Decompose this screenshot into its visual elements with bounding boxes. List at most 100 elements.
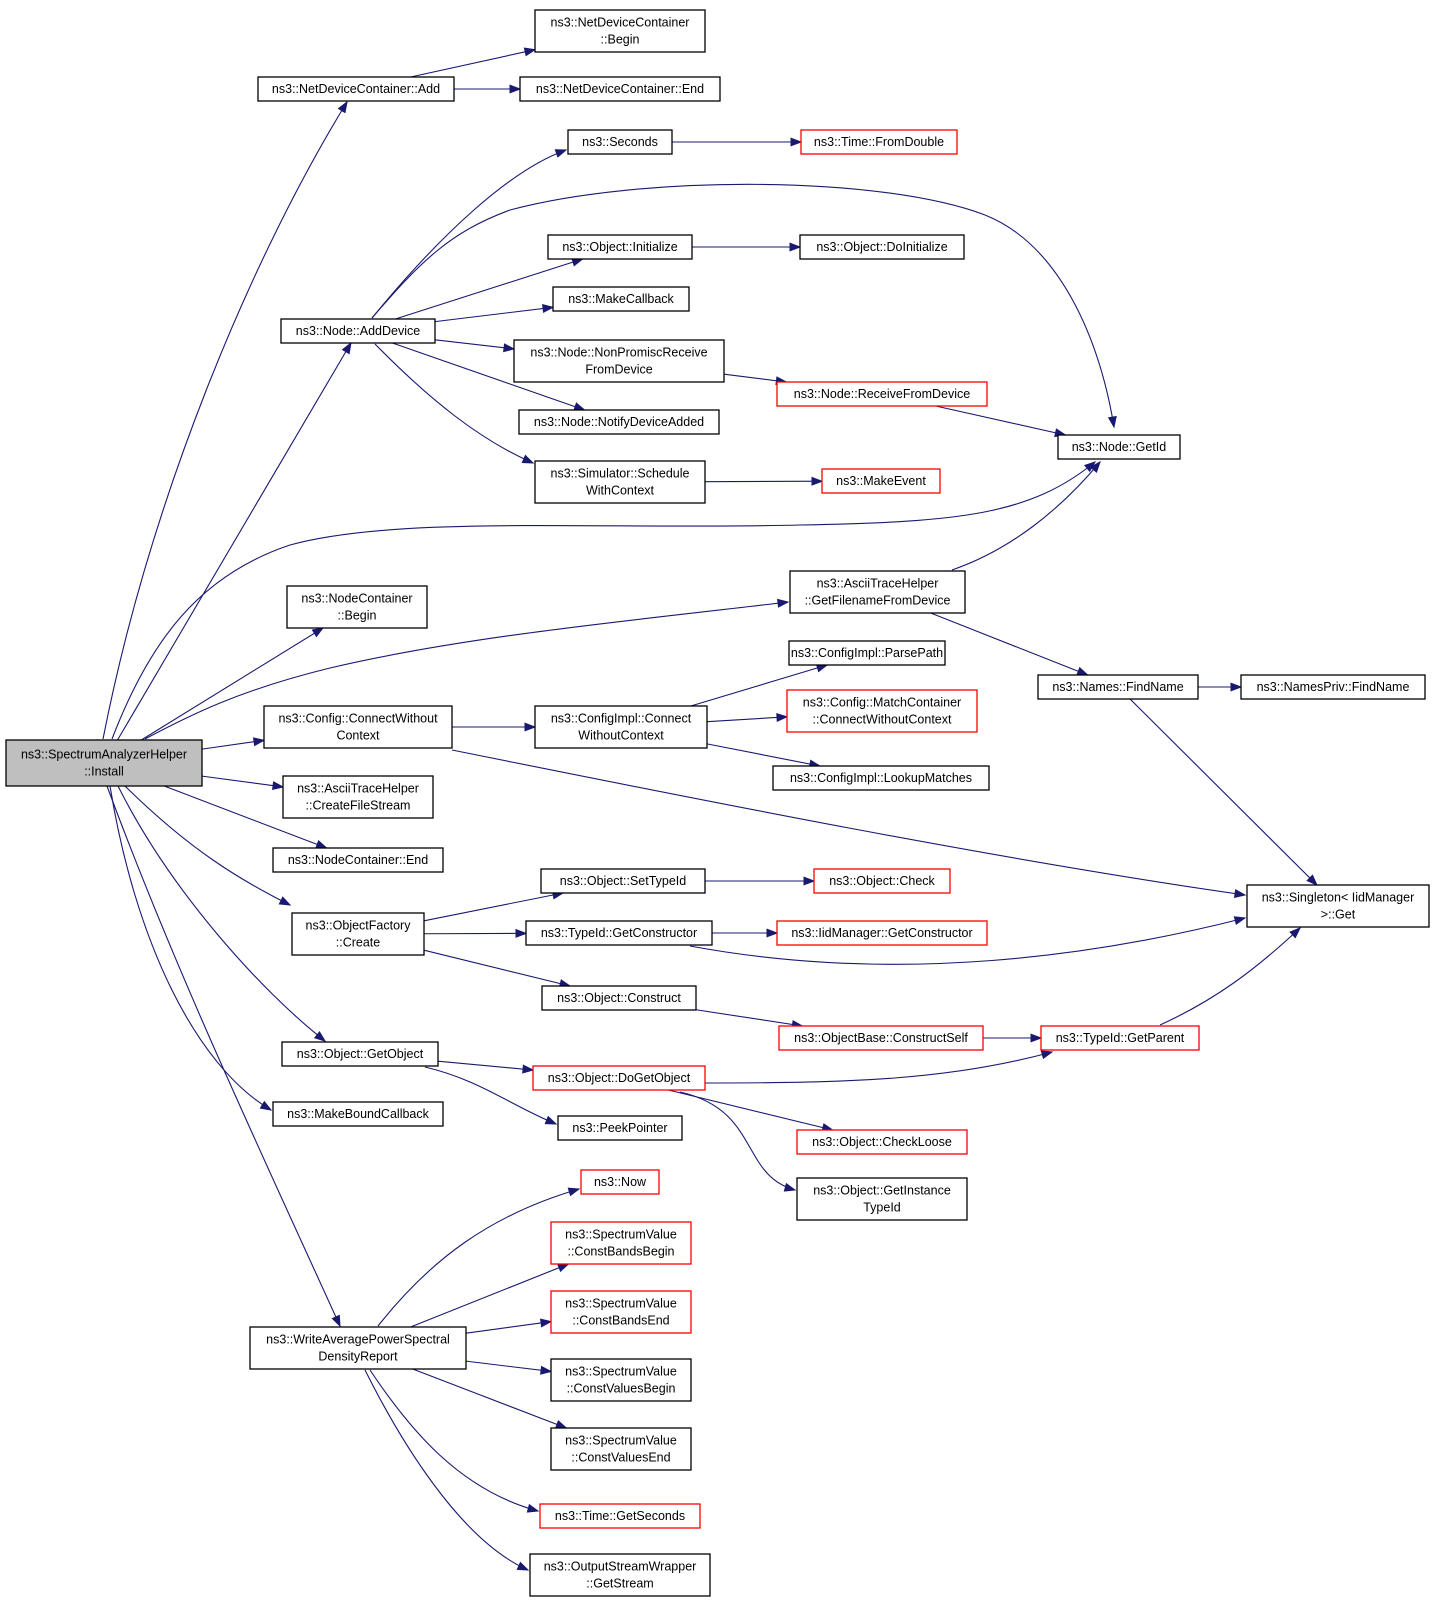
node-sv-cbe[interactable]: ns3::SpectrumValue::ConstBandsEnd: [550, 1290, 692, 1334]
node-label: WithContext: [586, 484, 655, 498]
node-fromdouble[interactable]: ns3::Time::FromDouble: [800, 129, 958, 155]
node-typeid-getctor[interactable]: ns3::TypeId::GetConstructor: [525, 920, 713, 946]
edge-line: [704, 1051, 1053, 1084]
node-typeid-getparent[interactable]: ns3::TypeId::GetParent: [1040, 1025, 1200, 1051]
node-cfgimpl-parse[interactable]: ns3::ConfigImpl::ParsePath: [788, 640, 946, 666]
node-ath-createfs[interactable]: ns3::AsciiTraceHelper::CreateFileStream: [282, 775, 434, 819]
node-label: ns3::Object::DoInitialize: [816, 240, 947, 254]
node-cfg-match[interactable]: ns3::Config::MatchContainer::ConnectWith…: [786, 689, 978, 733]
edge-line: [451, 749, 1246, 896]
node-nc-begin[interactable]: ns3::NodeContainer::Begin: [286, 585, 428, 629]
edge-line: [706, 743, 820, 767]
edge-writeapsd-to-osw_getstream: [364, 1369, 530, 1571]
node-obj-check[interactable]: ns3::Object::Check: [813, 868, 951, 894]
edge-typeid_getctor-to-singleton_get: [689, 916, 1247, 965]
node-ndc-add[interactable]: ns3::NetDeviceContainer::Add: [257, 76, 455, 102]
node-label: ns3::OutputStreamWrapper: [544, 1560, 697, 1574]
edge-line: [141, 627, 324, 741]
node-objbase-cself[interactable]: ns3::ObjectBase::ConstructSelf: [778, 1025, 984, 1051]
node-label: ns3::ConfigImpl::ParsePath: [791, 646, 943, 660]
node-box: [786, 689, 978, 733]
node-now[interactable]: ns3::Now: [580, 1169, 660, 1195]
node-label: ns3::Node::GetId: [1072, 440, 1167, 454]
node-label: ns3::Time::GetSeconds: [555, 1509, 685, 1523]
edge-arrowhead: [1233, 889, 1247, 898]
node-box: [286, 585, 428, 629]
edge-obj_settypeid-to-obj_check: [705, 876, 816, 886]
edge-arrowhead: [803, 876, 816, 886]
node-label: ns3::ConfigImpl::Connect: [551, 712, 692, 726]
node-obj-dogetobject[interactable]: ns3::Object::DoGetObject: [532, 1065, 706, 1091]
edge-line: [371, 149, 567, 319]
node-seconds[interactable]: ns3::Seconds: [567, 129, 673, 155]
edge-objfactory_create-to-obj_construct: [423, 949, 572, 988]
node-makecallback[interactable]: ns3::MakeCallback: [552, 286, 690, 312]
edge-line: [951, 461, 1101, 571]
node-cfg-connect[interactable]: ns3::Config::ConnectWithoutContext: [263, 705, 453, 749]
edge-ndc_add-to-ndc_begin: [410, 47, 537, 78]
edge-arrowhead: [1076, 666, 1089, 676]
edge-arrowhead: [516, 1561, 530, 1571]
node-node-adddevice[interactable]: ns3::Node::AddDevice: [280, 318, 436, 344]
edge-ath_getfn-to-names_find: [930, 612, 1089, 676]
edge-obj_dogetobject-to-typeid_getparent: [704, 1050, 1054, 1084]
edges-layer: [102, 47, 1318, 1571]
node-node-receive[interactable]: ns3::Node::ReceiveFromDevice: [776, 381, 988, 407]
node-peekpointer[interactable]: ns3::PeekPointer: [557, 1115, 683, 1141]
node-obj-doinit[interactable]: ns3::Object::DoInitialize: [799, 234, 965, 260]
node-singleton-get[interactable]: ns3::Singleton< IidManager>::Get: [1246, 884, 1430, 928]
edge-node_adddevice-to-obj_init: [395, 257, 584, 320]
node-writeapsd[interactable]: ns3::WriteAveragePowerSpectralDensityRep…: [249, 1326, 467, 1370]
node-obj-getobject[interactable]: ns3::Object::GetObject: [281, 1041, 439, 1067]
node-cfgimpl-lookup[interactable]: ns3::ConfigImpl::LookupMatches: [772, 765, 990, 791]
edge-arrowhead: [337, 100, 348, 114]
node-node-notify[interactable]: ns3::Node::NotifyDeviceAdded: [518, 409, 720, 435]
node-box: [257, 76, 455, 102]
node-namespriv-find[interactable]: ns3::NamesPriv::FindName: [1240, 674, 1426, 700]
node-box: [249, 1326, 467, 1370]
edge-root-to-ndc_add: [102, 100, 348, 740]
node-sv-cbb[interactable]: ns3::SpectrumValue::ConstBandsBegin: [550, 1221, 692, 1265]
node-ndc-begin[interactable]: ns3::NetDeviceContainer::Begin: [534, 9, 706, 53]
node-iid-getctor[interactable]: ns3::IidManager::GetConstructor: [776, 920, 988, 946]
edge-arrowhead: [315, 840, 328, 849]
node-label: FromDevice: [585, 363, 652, 377]
node-time-getsec[interactable]: ns3::Time::GetSeconds: [539, 1503, 701, 1529]
node-sv-cvb[interactable]: ns3::SpectrumValue::ConstValuesBegin: [550, 1358, 692, 1402]
edge-arrowhead: [331, 1314, 341, 1328]
edge-line: [102, 101, 348, 740]
node-nc-end[interactable]: ns3::NodeContainer::End: [272, 847, 444, 873]
node-makeevent[interactable]: ns3::MakeEvent: [821, 468, 941, 494]
edge-root-to-obj_getobject: [117, 785, 327, 1042]
node-ndc-end[interactable]: ns3::NetDeviceContainer::End: [519, 76, 721, 102]
edge-arrowhead: [526, 1503, 540, 1513]
edge-line: [1159, 927, 1301, 1026]
node-objfactory-create[interactable]: ns3::ObjectFactory::Create: [291, 912, 425, 956]
node-ath-getfn[interactable]: ns3::AsciiTraceHelper::GetFilenameFromDe…: [789, 570, 966, 614]
node-obj-checkloose[interactable]: ns3::Object::CheckLoose: [796, 1129, 968, 1155]
node-node-getid[interactable]: ns3::Node::GetId: [1057, 434, 1181, 460]
node-label: ns3::Now: [594, 1175, 647, 1189]
node-box: [772, 765, 990, 791]
node-box: [532, 1065, 706, 1091]
edge-line: [377, 1188, 580, 1327]
node-label: ::ConstBandsEnd: [572, 1314, 669, 1328]
edge-arrowhead: [1107, 415, 1117, 429]
edge-line: [111, 461, 1096, 740]
edge-arrowhead: [790, 137, 803, 147]
node-makebound[interactable]: ns3::MakeBoundCallback: [272, 1101, 444, 1127]
node-sv-cve[interactable]: ns3::SpectrumValue::ConstValuesEnd: [550, 1427, 692, 1471]
node-cfgimpl-connect[interactable]: ns3::ConfigImpl::ConnectWithoutContext: [534, 705, 708, 749]
node-obj-settypeid[interactable]: ns3::Object::SetTypeId: [540, 868, 706, 894]
node-names-find[interactable]: ns3::Names::FindName: [1037, 674, 1199, 700]
node-obj-construct[interactable]: ns3::Object::Construct: [541, 985, 697, 1011]
node-osw-getstream[interactable]: ns3::OutputStreamWrapper::GetStream: [529, 1553, 711, 1597]
node-box: [788, 640, 946, 666]
node-box: [813, 868, 951, 894]
node-label: ns3::WriteAveragePowerSpectral: [266, 1333, 450, 1347]
node-box: [5, 739, 203, 787]
node-obj-init[interactable]: ns3::Object::Initialize: [547, 234, 693, 260]
